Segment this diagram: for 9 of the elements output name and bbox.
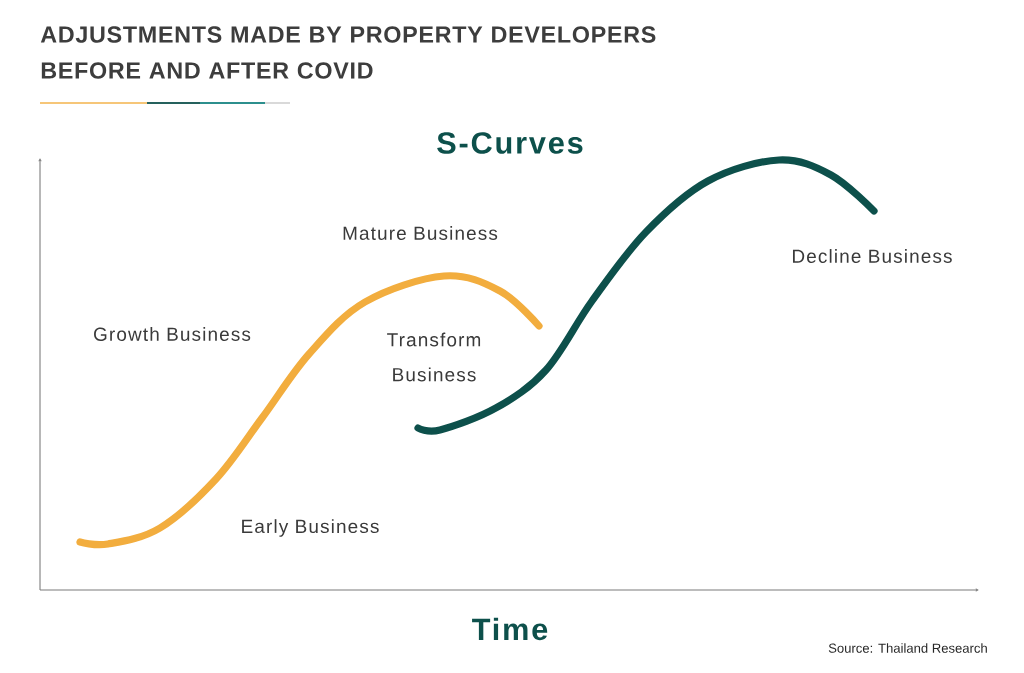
stage-label: Early Business [242, 519, 379, 537]
axis-label: Time [472, 617, 548, 641]
source-note: Source: Thailand Research [828, 643, 987, 653]
stage-label: Growth Business [94, 327, 251, 341]
stage-label: Mature Business [343, 226, 498, 240]
title: ADJUSTMENTS MADE BY PROPERTY DEVELOPERS BEFORE AND AFTER COVID [40, 26, 656, 79]
stage-label: Transform Business [387, 332, 481, 382]
chart-heading: S-Curves [437, 132, 583, 154]
stage-label: Decline Business [793, 249, 952, 263]
